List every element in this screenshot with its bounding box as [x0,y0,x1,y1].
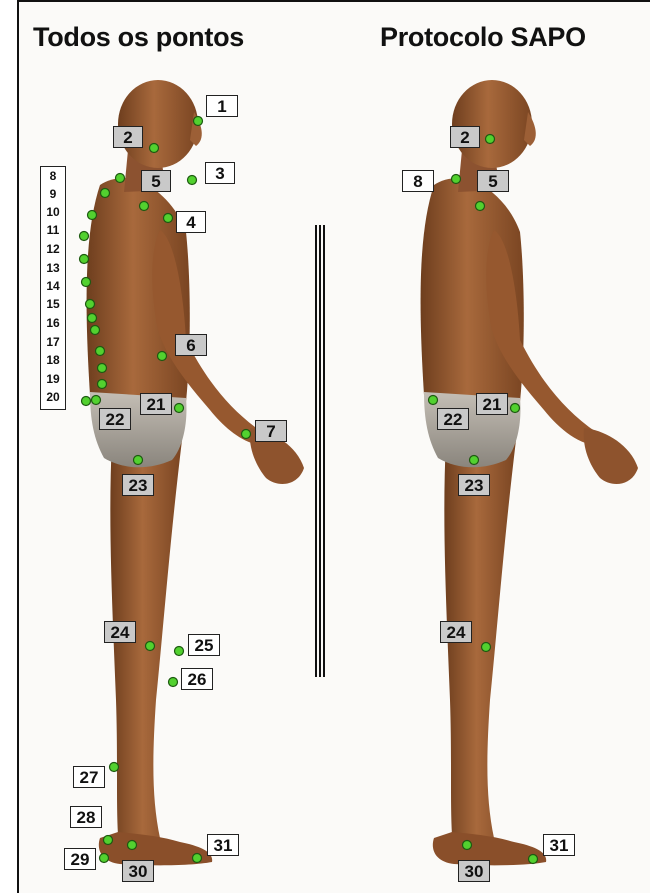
point-label-26: 26 [181,668,213,690]
point-label-1: 1 [206,95,238,117]
point-label-28: 28 [70,806,102,828]
sapo-marker-2 [486,135,495,144]
sapo-marker-21 [511,404,520,413]
marker-18 [98,364,107,373]
marker-26 [169,678,178,687]
spine-label-15: 15 [41,297,65,311]
marker-24 [146,642,155,651]
marker-1 [194,117,203,126]
marker-22 [82,397,91,406]
sapo-marker-24 [482,643,491,652]
sapo-marker-5 [476,202,485,211]
marker-11 [80,232,89,241]
spine-label-20: 20 [41,390,65,404]
point-label-5: 5 [141,170,171,192]
spine-label-column: 8 9 10 11 12 13 14 15 16 17 18 19 20 [40,166,66,410]
sapo-label-24: 24 [440,621,472,643]
sapo-marker-23 [470,456,479,465]
marker-20 [92,396,101,405]
sapo-label-21: 21 [476,393,508,415]
marker-2 [150,144,159,153]
marker-27 [110,763,119,772]
marker-29 [100,854,109,863]
point-label-29: 29 [64,848,96,870]
marker-3 [188,176,197,185]
spine-label-12: 12 [41,242,65,256]
marker-23 [134,456,143,465]
marker-17 [96,347,105,356]
marker-28 [104,836,113,845]
point-label-30: 30 [122,860,154,882]
marker-14 [86,300,95,309]
point-label-25: 25 [188,634,220,656]
sapo-label-22: 22 [437,408,469,430]
sapo-label-8: 8 [402,170,434,192]
marker-10 [88,211,97,220]
spine-label-10: 10 [41,205,65,219]
marker-9 [101,189,110,198]
spine-label-17: 17 [41,335,65,349]
point-label-6: 6 [175,334,207,356]
marker-12 [80,255,89,264]
marker-25 [175,647,184,656]
point-label-7: 7 [255,420,287,442]
spine-label-13: 13 [41,261,65,275]
spine-label-18: 18 [41,353,65,367]
point-label-21: 21 [140,393,172,415]
sapo-marker-8 [452,175,461,184]
spine-label-16: 16 [41,316,65,330]
sapo-label-23: 23 [458,474,490,496]
sapo-marker-31 [529,855,538,864]
spine-label-14: 14 [41,279,65,293]
sapo-label-2: 2 [450,126,480,148]
marker-5 [140,202,149,211]
marker-19 [98,380,107,389]
marker-6 [158,352,167,361]
marker-8 [116,174,125,183]
marker-30 [128,841,137,850]
point-label-23: 23 [122,474,154,496]
marker-7 [242,430,251,439]
point-label-3: 3 [205,162,235,184]
marker-15 [88,314,97,323]
point-label-24: 24 [104,621,136,643]
spine-label-9: 9 [41,187,65,201]
section-divider [315,225,326,677]
sapo-label-30: 30 [458,860,490,882]
sapo-marker-22 [429,396,438,405]
point-label-2: 2 [113,126,143,148]
spine-label-19: 19 [41,372,65,386]
marker-13 [82,278,91,287]
sapo-label-31: 31 [543,834,575,856]
point-label-4: 4 [176,211,206,233]
marker-4 [164,214,173,223]
marker-31 [193,854,202,863]
sapo-label-5: 5 [477,170,509,192]
point-label-22: 22 [99,408,131,430]
point-label-27: 27 [73,766,105,788]
marker-21 [175,404,184,413]
sapo-marker-30 [463,841,472,850]
spine-label-8: 8 [41,169,65,183]
point-label-31: 31 [207,834,239,856]
spine-label-11: 11 [41,223,65,237]
marker-16 [91,326,100,335]
